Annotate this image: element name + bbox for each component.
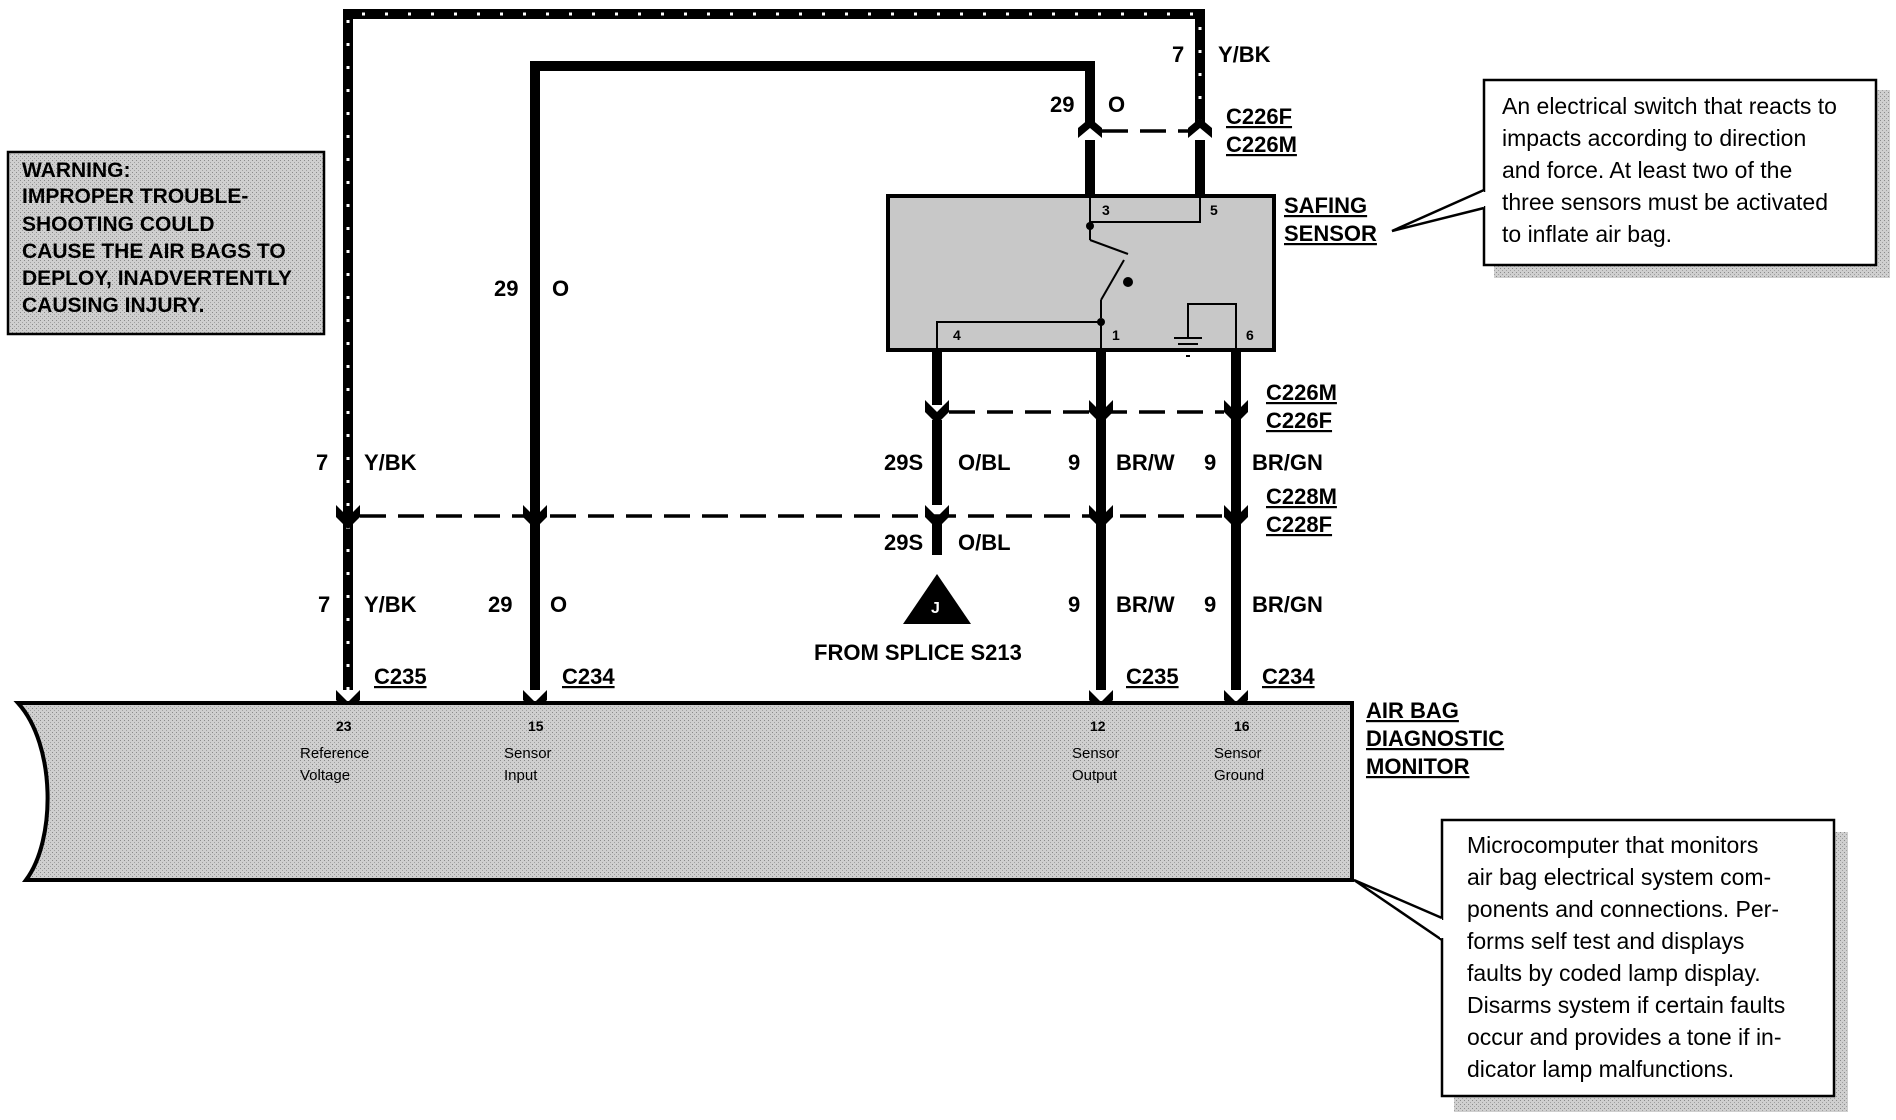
safing-pin-1: 1 [1112,327,1120,343]
monitor-pin-23-name-2: Voltage [300,767,350,784]
wire-label-top-7: 7 [1172,42,1184,67]
monitor-note-line-3: ponents and connections. Per- [1467,896,1779,922]
wire-label-top-ybk: Y/BK [1218,42,1271,67]
monitor-pin-12-name-1: Sensor [1072,745,1120,762]
wire-label-left-ybk-b: Y/BK [364,592,417,617]
safing-note-line-3: and force. At least two of the [1502,157,1792,183]
warning-line-4: CAUSE THE AIR BAGS TO [22,240,286,263]
safing-pin-6: 6 [1246,327,1254,343]
connector-c226m-top: C226M [1226,132,1297,157]
wire-orange-loop [530,61,1095,690]
monitor-pin-23: 23 [336,718,352,734]
monitor-pin-16: 16 [1234,718,1250,734]
monitor-note-line-6: Disarms system if certain faults [1467,992,1785,1018]
safing-sensor-box: 3 5 4 1 6 [886,194,1276,357]
splice-label: FROM SPLICE S213 [814,640,1022,665]
connector-c228m: C228M [1266,484,1337,509]
connector-c234-left: C234 [562,664,615,689]
safing-note-line-5: to inflate air bag. [1502,221,1672,247]
safing-note-callout: An electrical switch that reacts to impa… [1391,78,1890,278]
monitor-note-line-8: dicator lamp malfunctions. [1467,1056,1734,1082]
monitor-label-2: DIAGNOSTIC [1366,726,1504,751]
safing-sensor-label-1: SAFING [1284,193,1367,218]
warning-line-2: IMPROPER TROUBLE- [22,185,248,208]
safing-note-line-4: three sensors must be activated [1502,189,1828,215]
wire-label-top-o: O [1108,92,1125,117]
connector-c235-right: C235 [1126,664,1179,689]
monitor-label-1: AIR BAG [1366,698,1459,723]
connector-c234-right: C234 [1262,664,1315,689]
connector-c226f-top: C226F [1226,104,1292,129]
wire-label-9d: 9 [1204,592,1216,617]
wire-label-top-29: 29 [1050,92,1074,117]
monitor-note-callout: Microcomputer that monitors air bag elec… [1353,818,1848,1112]
connector-c226f-bot: C226F [1266,408,1332,433]
monitor-note-line-7: occur and provides a tone if in- [1467,1024,1782,1050]
wire-safing-lower [932,350,1241,690]
safing-pin-4: 4 [953,327,961,343]
wire-label-brw-b: BR/W [1116,592,1175,617]
warning-line-1: WARNING: [22,159,131,182]
monitor-note-line-2: air bag electrical system com- [1467,864,1771,890]
splice-letter: J [931,600,940,617]
wire-label-brgn-a: BR/GN [1252,450,1323,475]
wire-safing-upper-stubs [1085,140,1205,196]
warning-line-5: DEPLOY, INADVERTENTLY [22,267,292,290]
wire-label-obl-b: O/BL [958,530,1011,555]
safing-note-line-2: impacts according to direction [1502,125,1806,151]
wire-label-9b: 9 [1204,450,1216,475]
monitor-note-line-1: Microcomputer that monitors [1467,832,1758,858]
monitor-pin-12-name-2: Output [1072,767,1118,784]
monitor-pin-12: 12 [1090,718,1106,734]
monitor-label-3: MONITOR [1366,754,1470,779]
safing-pin-3: 3 [1102,202,1110,218]
warning-line-3: SHOOTING COULD [22,213,215,236]
connector-c235-left: C235 [374,664,427,689]
monitor-note-line-4: forms self test and displays [1467,928,1744,954]
wire-label-left-ybk-a: Y/BK [364,450,417,475]
monitor-note-line-5: faults by coded lamp display. [1467,960,1761,986]
monitor-pin-15-name-1: Sensor [504,745,552,762]
monitor-pin-16-name-2: Ground [1214,767,1264,784]
wire-label-obl-a: O/BL [958,450,1011,475]
wire-ybk-loop [343,9,1205,690]
wire-label-left-o-b: O [550,592,567,617]
connector-dashes [360,129,1224,518]
wire-label-9a: 9 [1068,450,1080,475]
safing-note-line-1: An electrical switch that reacts to [1502,93,1837,119]
connector-c228f: C228F [1266,512,1332,537]
air-bag-diagnostic-monitor-box: 23 Reference Voltage 15 Sensor Input 12 … [13,701,1354,882]
connector-c226m-bot: C226M [1266,380,1337,405]
wire-label-mid-29: 29 [494,276,518,301]
wire-label-brgn-b: BR/GN [1252,592,1323,617]
wire-label-left-29b: 29 [488,592,512,617]
warning-line-6: CAUSING INJURY. [22,294,204,317]
splice-j: J [903,574,971,624]
wire-label-brw-a: BR/W [1116,450,1175,475]
monitor-pin-16-name-1: Sensor [1214,745,1262,762]
monitor-pin-23-name-1: Reference [300,745,369,762]
monitor-pin-15-name-2: Input [504,767,538,784]
wire-label-mid-o: O [552,276,569,301]
wire-label-9c: 9 [1068,592,1080,617]
monitor-pin-15: 15 [528,718,544,734]
safing-pin-5: 5 [1210,202,1218,218]
wire-label-left-7b: 7 [318,592,330,617]
safing-sensor-label-2: SENSOR [1284,221,1377,246]
wire-label-29s-b: 29S [884,530,923,555]
warning-box: WARNING: IMPROPER TROUBLE- SHOOTING COUL… [6,150,326,336]
wire-label-left-7a: 7 [316,450,328,475]
wire-label-29s-a: 29S [884,450,923,475]
